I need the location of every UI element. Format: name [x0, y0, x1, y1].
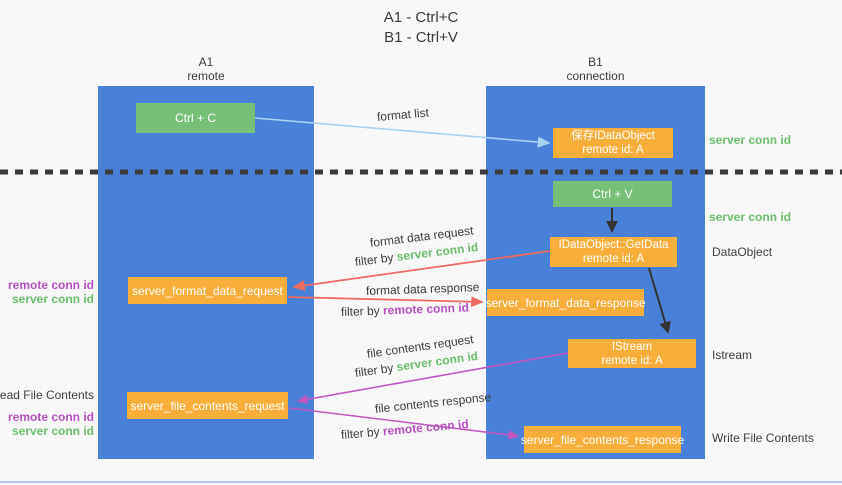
node-ctrl-c: Ctrl + C — [136, 103, 255, 133]
lane-header-a1: A1 remote — [98, 55, 314, 83]
node-server-file-contents-response: server_file_contents_response — [521, 426, 684, 453]
edge-label-filter-by-remote-conn-id-2: filter by remote conn id — [340, 417, 469, 442]
filter-by-text: filter by — [354, 250, 395, 269]
node-save-idataobject-line1: 保存IDataObject — [571, 130, 655, 142]
side-label-remote-conn-id-left-2: remote conn id — [7, 410, 94, 424]
node-istream: IStream remote id: A — [568, 339, 696, 368]
node-idataobject-getdata: IDataObject::GetData remote id: A — [550, 237, 677, 267]
remote-conn-id-text: remote conn id — [382, 300, 470, 318]
remote-conn-id-text: remote conn id — [382, 416, 470, 439]
lane-b1-subtitle: connection — [566, 69, 625, 83]
lane-b1-title: B1 — [588, 55, 603, 69]
filter-by-text: filter by — [354, 360, 395, 380]
edge-label-file-contents-response: file contents response — [374, 389, 492, 416]
edge-label-filter-by-remote-conn-id-1: filter by remote conn id — [341, 301, 469, 319]
lane-a1-subtitle: remote — [187, 69, 225, 83]
title-line-b1: B1 - Ctrl+V — [384, 29, 458, 46]
edge-label-format-data-response: format data response — [365, 280, 480, 298]
side-label-remote-conn-id-left-1: remote conn id — [7, 278, 94, 292]
side-label-read-file-contents: Read File Contents — [0, 388, 94, 402]
filter-by-text: filter by — [340, 303, 380, 319]
side-label-server-conn-id-left-1: server conn id — [11, 292, 94, 306]
diagram-title: A1 - Ctrl+C B1 - Ctrl+V — [0, 8, 842, 48]
edge-label-format-list: format list — [376, 105, 430, 124]
node-idataobject-getdata-line2: remote id: A — [582, 253, 645, 265]
node-server-file-contents-request: server_file_contents_request — [127, 392, 288, 419]
side-label-istream: Istream — [712, 348, 753, 362]
side-label-server-conn-id-left-2: server conn id — [11, 424, 94, 438]
node-save-idataobject-line2: remote id: A — [582, 144, 644, 156]
node-istream-line1: IStream — [611, 340, 653, 353]
node-idataobject-getdata-line1: IDataObject::GetData — [558, 239, 669, 251]
node-istream-line2: remote id: A — [601, 354, 663, 367]
filter-by-text: filter by — [340, 424, 381, 442]
side-label-server-conn-id-top: server conn id — [709, 133, 792, 147]
side-label-write-file-contents: Write File Contents — [712, 431, 814, 445]
lane-header-b1: B1 connection — [486, 55, 705, 83]
lane-a1-title: A1 — [198, 55, 214, 69]
node-server-format-data-response: server_format_data_response — [485, 289, 646, 316]
node-server-format-data-request: server_format_data_request — [128, 277, 287, 304]
node-save-idataobject: 保存IDataObject remote id: A — [553, 128, 673, 158]
side-label-dataobject: DataObject — [712, 245, 773, 259]
side-label-server-conn-id-mid: server conn id — [709, 210, 792, 224]
title-line-a1: A1 - Ctrl+C — [383, 9, 459, 26]
node-ctrl-v: Ctrl + V — [553, 181, 672, 207]
